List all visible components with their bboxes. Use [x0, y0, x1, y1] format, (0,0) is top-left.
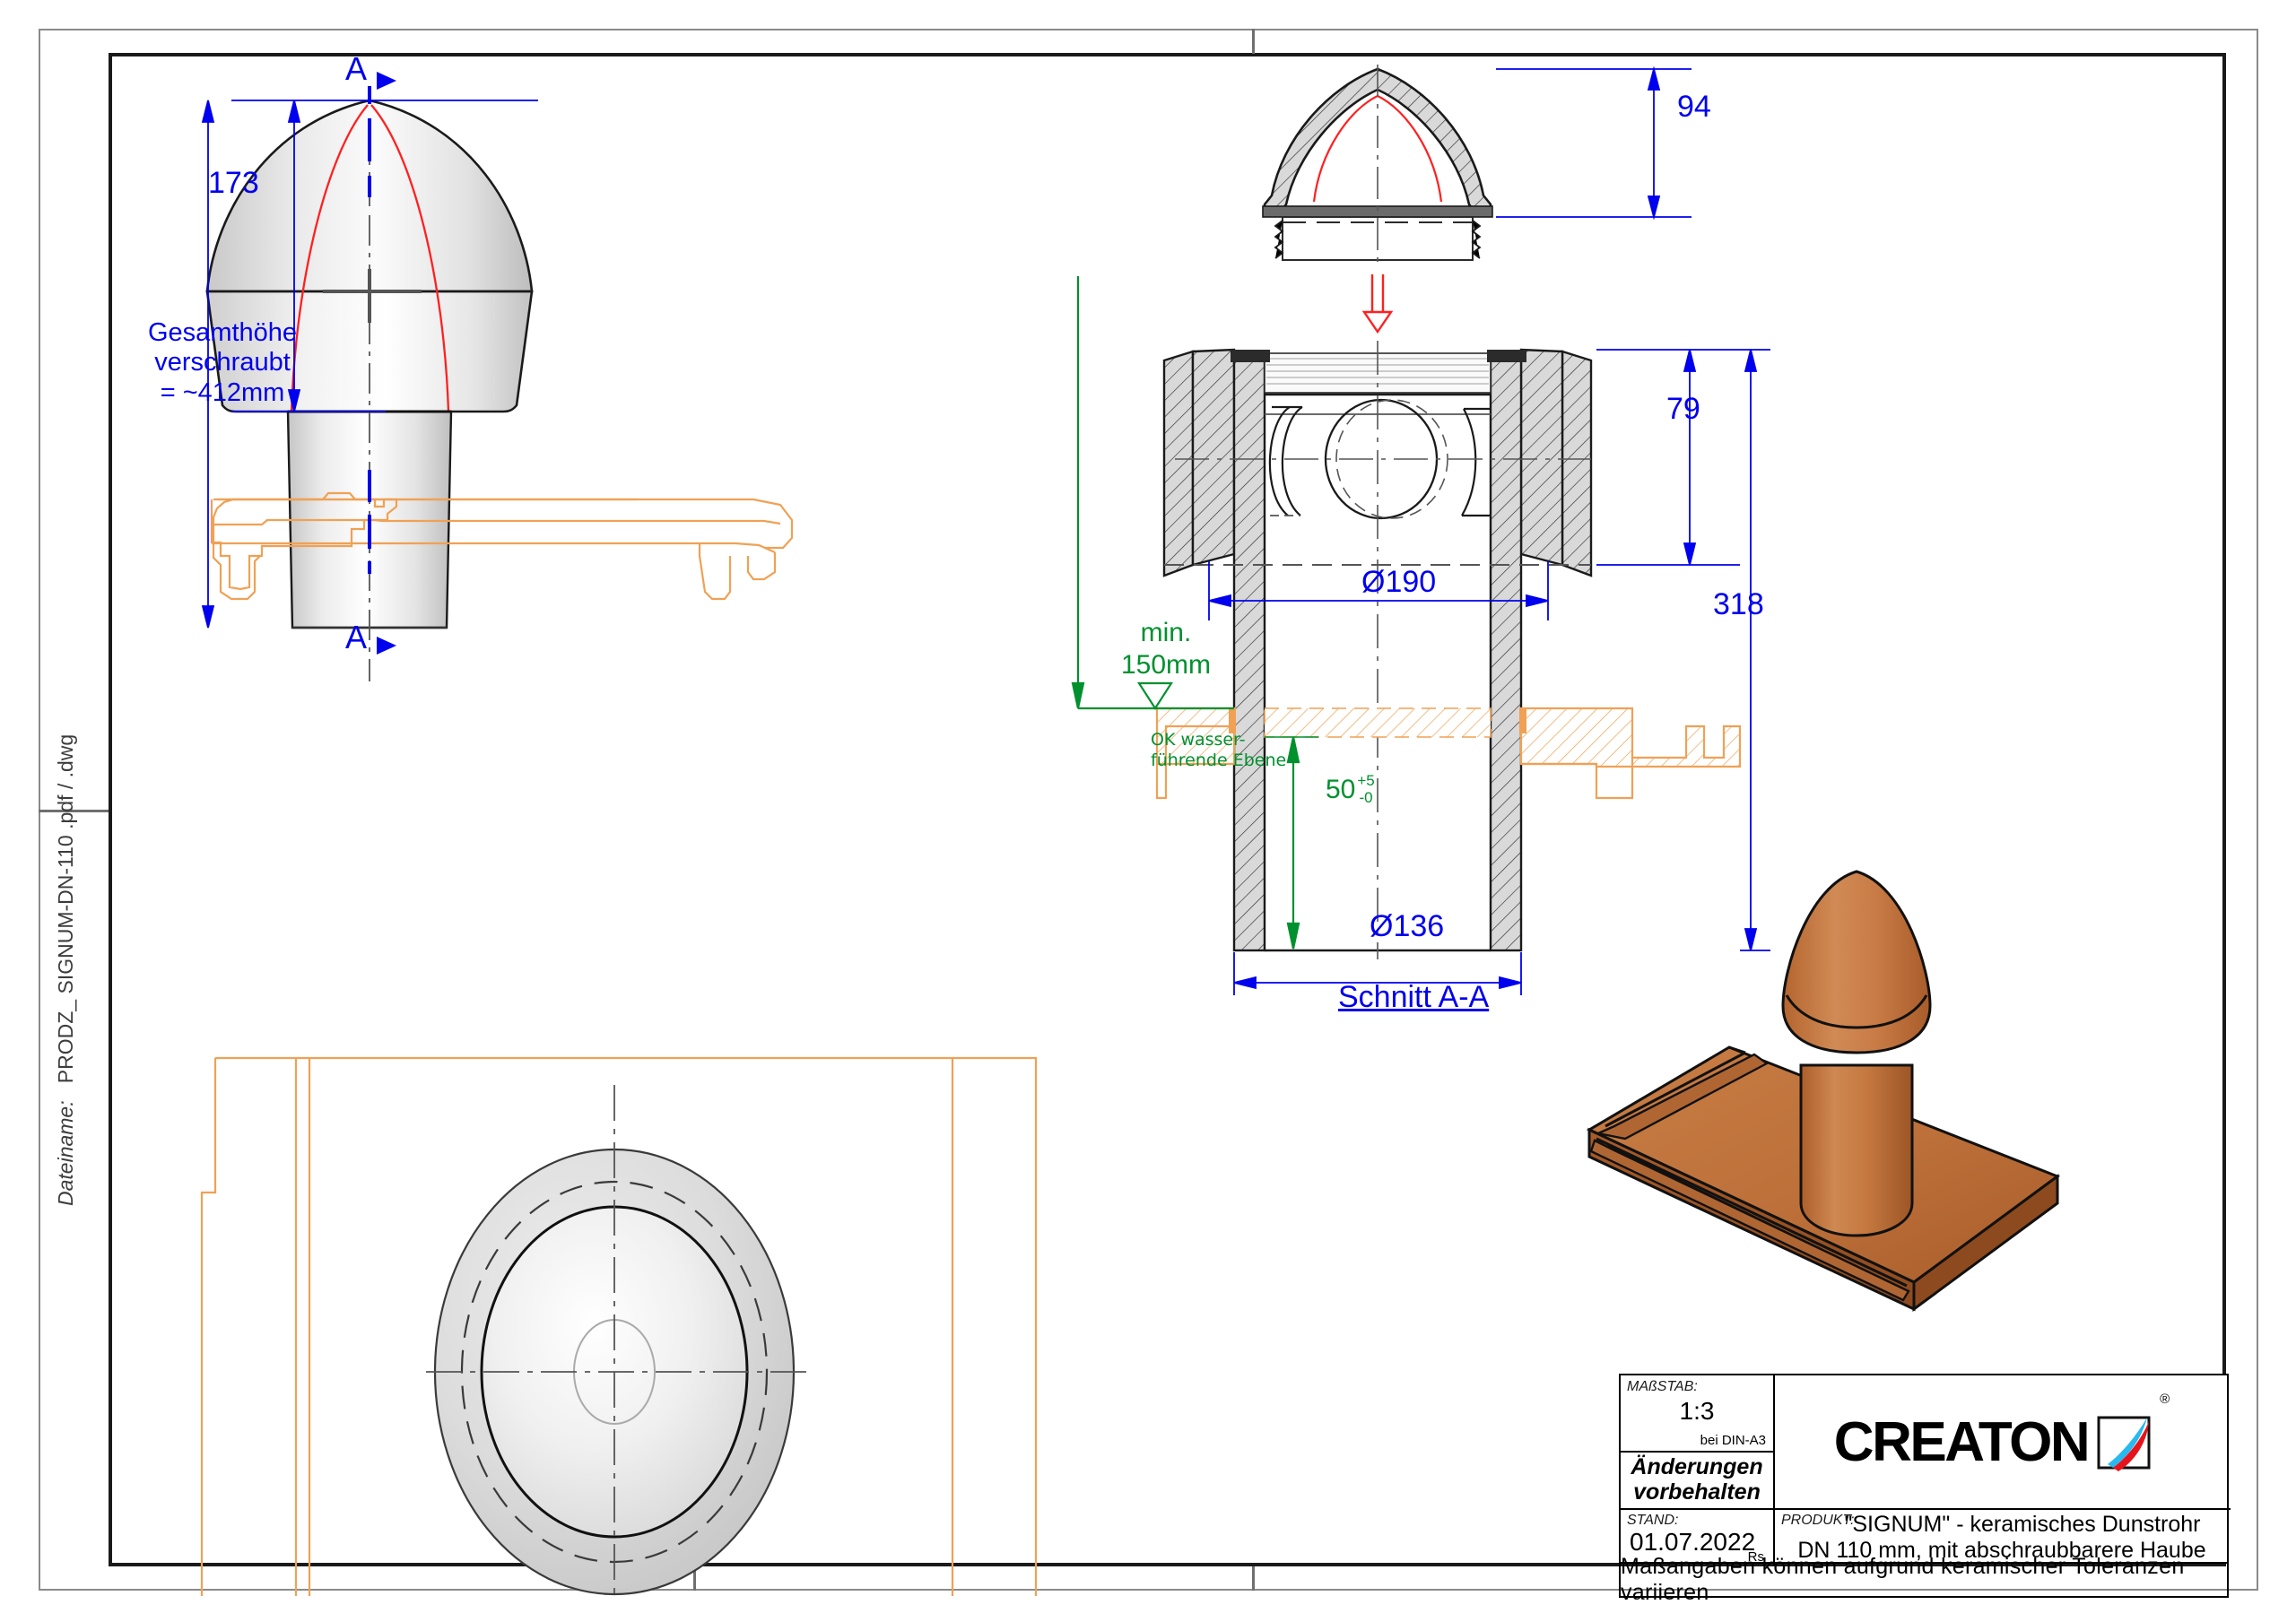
tolerance-50: 50 +5 -0	[1326, 772, 1375, 806]
dim-79-label: 79	[1666, 392, 1700, 426]
vent-opening-right	[1461, 408, 1477, 516]
filename-label: Dateiname: PRODZ_ SIGNUM-DN-110 .pdf / .…	[54, 734, 78, 1206]
cap-thread-left	[1274, 220, 1284, 259]
center-tick-bottom-2	[1252, 1566, 1255, 1591]
green-annotations	[1071, 276, 1318, 950]
brand-wordmark: CREATON	[1833, 1410, 2091, 1473]
sheet-frame-inner	[109, 53, 2226, 1566]
tube-wall-right	[1489, 357, 1523, 952]
changes-line2: vorbehalten	[1633, 1479, 1761, 1505]
seat-right	[1487, 350, 1526, 362]
note-total-height-line3: = ~412mm	[160, 377, 285, 407]
product-line1: "SIGNUM" - keramisches Dunstrohr	[1844, 1512, 2201, 1537]
section-arrow-top	[377, 72, 396, 90]
dim-d136-label: Ø136	[1370, 909, 1445, 943]
note-ok-line2: führende Ebene	[1151, 750, 1287, 770]
creaton-logo-icon	[2097, 1416, 2151, 1471]
tube-wall-left	[1232, 357, 1266, 952]
plan-tile-outline	[200, 1056, 1038, 1596]
dim-173	[231, 100, 538, 412]
plan-view	[200, 1056, 1038, 1596]
plan-centerlines	[426, 1085, 807, 1596]
section-arrow-bottom	[377, 637, 396, 655]
product-label: PRODUKT:	[1781, 1513, 1855, 1528]
registered-mark: ®	[2160, 1392, 2170, 1407]
body-flare-right	[1561, 350, 1593, 577]
render-cap-split	[1785, 994, 1928, 1029]
render-cap	[1781, 870, 1932, 1054]
changes-cell: Änderungen vorbehalten	[1621, 1453, 1773, 1508]
changes-line1: Änderungen	[1631, 1454, 1763, 1479]
scale-cell: MAßSTAB: 1:3 bei DIN-A3	[1621, 1375, 1773, 1451]
dim-d190-label: Ø190	[1361, 565, 1437, 599]
stand-initials: Rs	[1747, 1549, 1764, 1565]
tolerance-base: 50	[1326, 774, 1356, 804]
section-view	[1071, 65, 1770, 995]
scale-value: 1:3	[1679, 1397, 1715, 1425]
section-letter-bottom: A	[345, 619, 368, 655]
dim-total-height	[201, 100, 215, 629]
note-total-height-line2: verschraubt	[154, 348, 291, 377]
note-ok-line1: OK wasser-	[1151, 730, 1246, 750]
brand-lockup: CREATON ®	[1775, 1375, 2229, 1508]
title-block-footer: Maßangaben können aufgrund keramischer T…	[1619, 1554, 2229, 1605]
section-cap	[1262, 65, 1493, 265]
dim-318-label: 318	[1713, 587, 1764, 621]
seat-left	[1231, 350, 1270, 362]
section-letter-top: A	[345, 50, 368, 87]
stand-value: 01.07.2022	[1630, 1528, 1756, 1556]
note-min-line2: 150mm	[1120, 650, 1212, 680]
tolerance-plus: +5	[1357, 772, 1375, 789]
product-cell: PRODUKT: "SIGNUM" - keramisches Dunstroh…	[1775, 1510, 2229, 1566]
front-view	[201, 72, 794, 681]
product-line2: DN 110 mm, mit abschraubbarere Haube	[1797, 1538, 2206, 1563]
logo-cell: CREATON ®	[1775, 1375, 2229, 1508]
vent-opening-left	[1268, 406, 1291, 516]
assembly-arrow	[1361, 274, 1394, 334]
stand-label: STAND:	[1627, 1513, 1679, 1528]
note-min-line1: min.	[1140, 618, 1192, 647]
note-ok-waterplane: OK wasser- führende Ebene	[1151, 730, 1312, 771]
section-title: Schnitt A-A	[1338, 980, 1490, 1014]
section-body	[1162, 341, 1593, 959]
stand-cell: STAND: 01.07.2022 Rs	[1621, 1510, 1773, 1566]
isometric-render	[1586, 870, 2061, 1312]
title-block: MAßSTAB: 1:3 bei DIN-A3 Änderungen vorbe…	[1619, 1374, 2231, 1566]
render-pipe	[1799, 1063, 1914, 1237]
blue-dimensions	[1208, 65, 1770, 995]
note-min-height: min. 150mm	[1099, 617, 1233, 681]
cap-thread-right	[1471, 220, 1482, 259]
center-tick-bottom	[693, 1566, 696, 1591]
tolerance-minus: -0	[1359, 788, 1373, 806]
scale-note: bei DIN-A3	[1700, 1433, 1766, 1448]
dim-173-label: 173	[208, 166, 259, 200]
filename-prefix: Dateiname:	[54, 1100, 77, 1206]
cap-red-curve-right	[370, 104, 450, 412]
dim-94-label: 94	[1677, 90, 1711, 124]
roof-tile-bands	[210, 491, 794, 601]
tolerance-note: Maßangaben können aufgrund keramischer T…	[1621, 1554, 2185, 1605]
note-total-height-line1: Gesamthöhe	[148, 318, 298, 347]
center-tick-left	[39, 810, 109, 812]
filename-value: PRODZ_ SIGNUM-DN-110 .pdf / .dwg	[54, 733, 77, 1084]
scale-label: MAßSTAB:	[1627, 1379, 1698, 1394]
body-flare-left	[1162, 350, 1195, 577]
center-tick-top	[1252, 29, 1255, 54]
note-total-height: Gesamthöhe verschraubt = ~412mm	[148, 318, 297, 408]
section-roof-tile	[1155, 707, 1742, 800]
